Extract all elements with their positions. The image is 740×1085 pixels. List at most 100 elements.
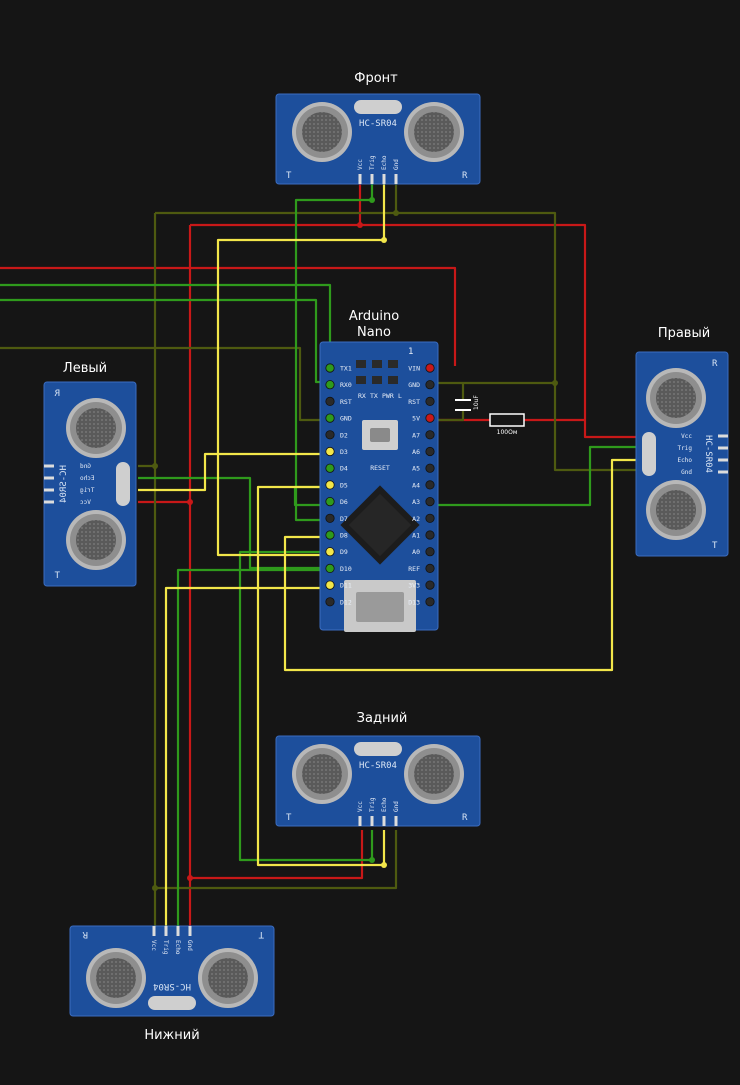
sensor-t-label: T — [712, 541, 718, 551]
resistor-label: 100Ом — [497, 429, 518, 436]
sensor-pin — [718, 458, 728, 462]
board-pin-right — [425, 597, 435, 607]
sensor-model-label: HC-SR04 — [359, 119, 397, 129]
board-pin-left-label: D10 — [340, 565, 352, 573]
sensor-pin — [718, 446, 728, 450]
board-pin-right-label: 3V3 — [408, 582, 420, 590]
board-pin-right-label: VIN — [408, 365, 420, 373]
board-pin-right-label: A4 — [412, 481, 420, 489]
sensor-pin-label: Trig — [369, 797, 376, 812]
sensor-pin — [176, 926, 180, 936]
sensor-pin — [370, 174, 374, 184]
sensor-pin — [382, 174, 386, 184]
sensor-pin — [44, 464, 54, 468]
sensor-pin-label: Trig — [80, 487, 95, 494]
sensor-pin-label: Trig — [162, 940, 169, 955]
board-pin-left-label: D12 — [340, 598, 352, 606]
sensor-pin-label: Gnd — [393, 801, 400, 812]
board-pin-left-label: D9 — [340, 548, 348, 556]
board-pin-left — [325, 513, 335, 523]
board-pin-left — [325, 430, 335, 440]
board-pin-right-label: A2 — [412, 515, 420, 523]
sensor-pin — [382, 816, 386, 826]
board-led-rx: RX — [358, 392, 366, 400]
board-title-line1: Arduino — [349, 309, 399, 324]
sensor-t-label: T — [286, 171, 292, 181]
board-pin-right — [425, 547, 435, 557]
board-pin-right — [425, 413, 435, 423]
board-led-tx: TX — [370, 392, 378, 400]
sensor-pin-label: Vcc — [150, 940, 157, 951]
board-pin-left-label: D6 — [340, 498, 348, 506]
board-pin-right-label: A7 — [412, 431, 420, 439]
board-led-pwr: PWR — [382, 392, 394, 400]
board-pin-left — [325, 580, 335, 590]
board-pin-right — [425, 513, 435, 523]
sensor-pin — [44, 476, 54, 480]
transducer-mesh — [76, 408, 116, 448]
sensor-pin — [164, 926, 168, 936]
capacitor-label: 10uF — [473, 395, 480, 410]
board-pin-right — [425, 496, 435, 507]
sensor-r-label: R — [54, 389, 60, 399]
sensor-right-title: Правый — [658, 326, 710, 341]
sensor-t-label: T — [286, 813, 292, 823]
transducer-mesh — [96, 958, 136, 998]
power-wires — [0, 170, 638, 930]
board-pin-left-label: D8 — [340, 532, 348, 540]
sensor-pin-label: Gnd — [393, 159, 400, 170]
board-pin-right-label: A0 — [412, 548, 420, 556]
sensor-pin-label: Vcc — [357, 801, 364, 812]
board-pin-left-label: D4 — [340, 465, 348, 473]
sensor-bottom-title: Нижний — [144, 1028, 199, 1043]
sensor-pin-label: Gnd — [80, 463, 91, 470]
board-pin-right-label: D13 — [408, 598, 420, 606]
board-title-line2: Nano — [357, 325, 391, 340]
board-pin-left-label: RX0 — [340, 381, 352, 389]
board-pin-left — [325, 547, 335, 557]
board-pin-left-label: GND — [340, 415, 352, 423]
sensor-pin-label: Echo — [80, 475, 95, 482]
board-pin-right — [425, 463, 435, 473]
sensor-pin — [718, 434, 728, 438]
transducer-mesh — [302, 112, 342, 152]
sensor-pin-label: Vcc — [80, 499, 91, 506]
wires — [0, 170, 638, 930]
sensor-pin-label: Echo — [678, 457, 693, 464]
sensor-model-label: HC-SR04 — [703, 435, 713, 473]
sensor-pin — [358, 174, 362, 184]
board-pin-right-label: A1 — [412, 532, 420, 540]
board-pin-right-label: REF — [408, 565, 420, 573]
reset-label: RESET — [370, 464, 390, 472]
sensor-pin — [718, 470, 728, 474]
sensor-pin-label: Echo — [381, 155, 388, 170]
board-top-leds: RX TX PWR L — [356, 360, 402, 400]
board-pin-left-label: D2 — [340, 431, 348, 439]
board-pin-right — [425, 396, 435, 406]
board-pin-left — [325, 413, 335, 423]
sensor-pin — [394, 174, 398, 184]
sensor-pin-label: Trig — [369, 155, 376, 170]
sensor-pin — [370, 816, 374, 826]
transducer-mesh — [208, 958, 248, 998]
board-pin-right — [425, 563, 435, 574]
board-pin-right — [425, 363, 435, 373]
board-pin-left — [325, 380, 335, 390]
board-pin-left — [325, 396, 335, 406]
board-pin-right — [425, 530, 435, 540]
sensor-model-label: HC-SR04 — [153, 981, 191, 991]
sensor-pin — [358, 816, 362, 826]
transducer-mesh — [414, 112, 454, 152]
board-pin-left-label: RST — [340, 398, 352, 406]
crystal-oscillator — [116, 462, 130, 506]
board-pin-left — [325, 463, 335, 473]
board-pin-right — [425, 580, 435, 590]
board-pin-left — [325, 563, 335, 574]
board-pin-left-label: D11 — [340, 582, 352, 590]
sensor-model-label: HC-SR04 — [359, 761, 397, 771]
